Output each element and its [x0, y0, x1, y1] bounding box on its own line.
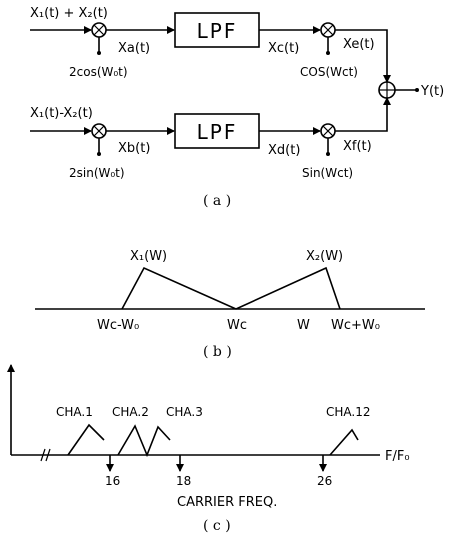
bottom-osc-label: 2sin(W₀t) [69, 166, 125, 180]
output-label: Y(t) [420, 84, 444, 99]
summer-icon [378, 81, 396, 99]
bottom-lpf-label: LPF [197, 120, 238, 144]
top-carrier-multiplier-icon [320, 22, 336, 38]
cha2-triangle [117, 424, 171, 458]
xa-label: Xa(t) [118, 41, 150, 56]
tick-16: 16 [105, 474, 120, 488]
xe-line [335, 29, 391, 83]
bottom-carrier-multiplier-icon [320, 123, 336, 139]
x2w-triangle [235, 266, 341, 310]
top-osc-label: 2cos(W₀t) [69, 65, 128, 79]
xf-line [335, 97, 391, 132]
cha2-label: CHA.2 [112, 405, 149, 419]
panel-a-block-diagram: X₁(t) + X₂(t) 2cos(W₀t) Xa(t) LPF Xc(t) … [30, 6, 444, 209]
xe-label: Xe(t) [343, 37, 375, 52]
cha1-label: CHA.1 [56, 405, 93, 419]
tick-wc: Wc [227, 318, 247, 333]
f-over-f0-label: F/F₀ [385, 449, 410, 464]
panel-b-caption: ( b ) [203, 344, 232, 360]
x2w-label: X₂(W) [306, 249, 343, 264]
cha12-triangle [329, 428, 359, 456]
cha1-triangle [67, 423, 105, 456]
panel-c-channel-layout: CHA.1 CHA.2 CHA.3 CHA.12 16 18 26 F/F₀ C… [7, 364, 410, 534]
bottom-input-label: X₁(t)-X₂(t) [30, 106, 93, 121]
bottom-carrier-node [326, 152, 330, 156]
tick-w: W [297, 318, 310, 333]
top-osc-node [97, 51, 101, 55]
tick-26: 26 [317, 474, 332, 488]
panel-c-caption: ( c ) [203, 518, 231, 534]
xd-label: Xd(t) [268, 143, 300, 158]
x1w-triangle [121, 266, 237, 310]
bottom-carrier-label: Sin(Wct) [302, 166, 353, 180]
xb-label: Xb(t) [118, 141, 150, 156]
top-carrier-label: COS(Wct) [300, 65, 358, 79]
panel-a-caption: ( a ) [203, 193, 231, 209]
tick-wc-minus-w0: Wc-W₀ [97, 318, 139, 333]
axis-break-icon [40, 448, 51, 462]
bottom-multiplier-icon [91, 123, 107, 139]
top-carrier-node [326, 51, 330, 55]
x1w-label: X₁(W) [130, 249, 167, 264]
cha3-label: CHA.3 [166, 405, 203, 419]
tick-18: 18 [176, 474, 191, 488]
xc-label: Xc(t) [268, 41, 299, 56]
cha12-label: CHA.12 [326, 405, 370, 419]
tick-wc-plus-w0: Wc+W₀ [331, 318, 380, 333]
top-lpf-label: LPF [197, 19, 238, 43]
bottom-osc-node [97, 152, 101, 156]
output-node [415, 88, 419, 92]
top-multiplier-icon [91, 22, 107, 38]
xf-label: Xf(t) [343, 139, 372, 154]
top-input-label: X₁(t) + X₂(t) [30, 6, 108, 21]
carrier-freq-label: CARRIER FREQ. [177, 495, 277, 510]
panel-b-spectrum: X₁(W) X₂(W) Wc-W₀ Wc W Wc+W₀ ( b ) [35, 249, 425, 360]
